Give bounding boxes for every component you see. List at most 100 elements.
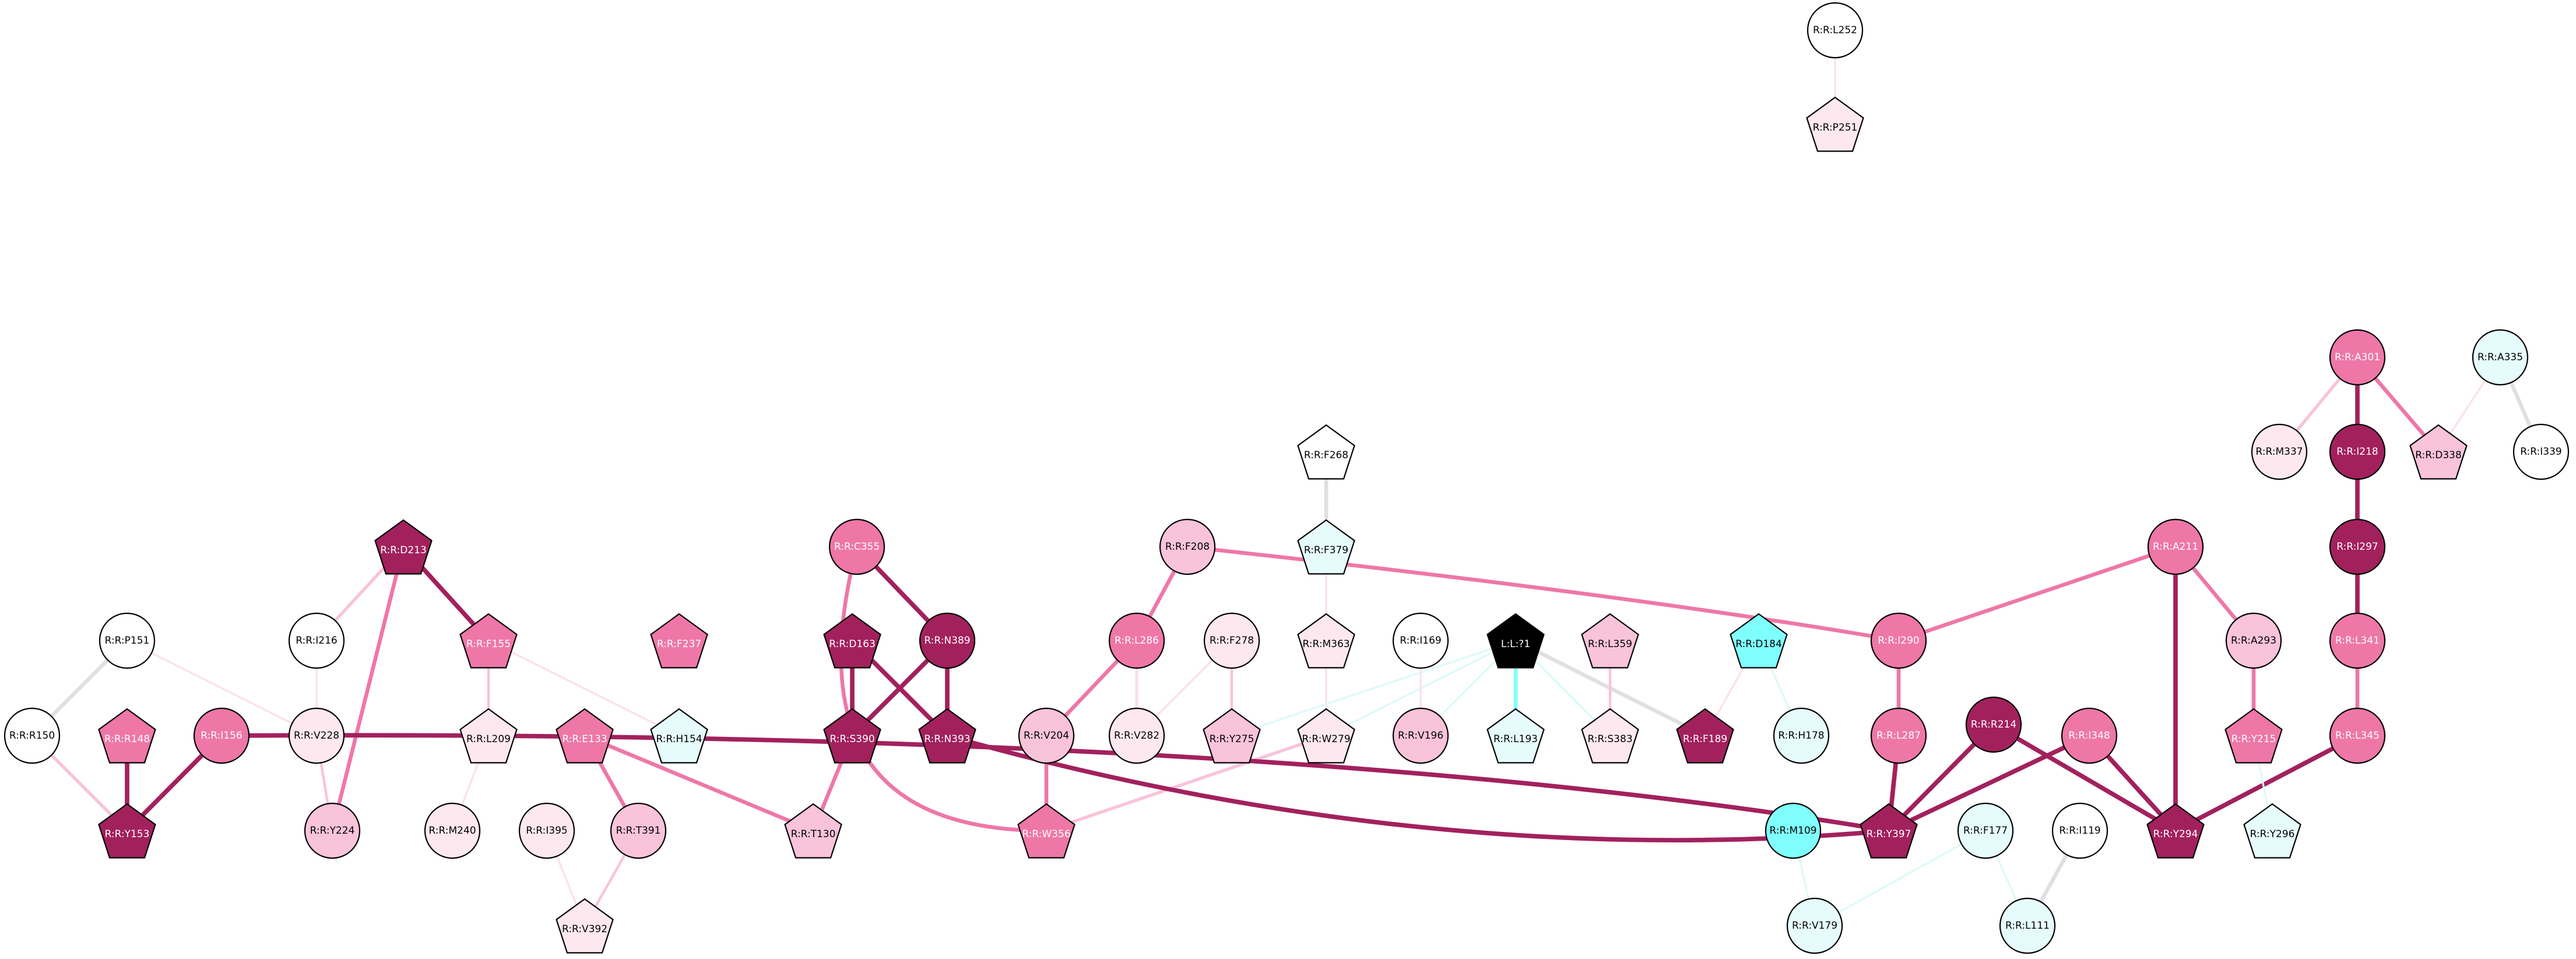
node-shape [1786,897,1843,954]
node-shape [1203,708,1261,764]
node-r-r-a293: R:R:A293 [2225,612,2282,669]
node-r-r-d184: R:R:D184 [1730,613,1788,669]
node-label: R:R:D213 [380,545,427,556]
node-shape [2329,423,2386,480]
node-label: R:R:F189 [1683,733,1727,745]
node-label: R:R:N389 [924,635,970,647]
node-label: R:R:Y294 [2153,828,2198,840]
node-shape [2329,518,2386,575]
node-label: R:R:I297 [2336,541,2378,553]
node-r-r-i119: R:R:I119 [2051,802,2108,859]
node-label: R:R:I119 [2059,825,2101,837]
node-shape [1870,707,1927,764]
node-r-r-i339: R:R:I339 [2512,423,2570,480]
node-r-r-m109: R:R:M109 [1765,802,1822,859]
node-label: R:R:F155 [466,638,511,650]
node-label: L:L:?1 [1501,638,1530,650]
edge-r-r-r214-to-r-r-y294 [1991,722,2178,833]
node-r-r-l193: R:R:L193 [1486,708,1545,764]
node-r-r-i290: R:R:I290 [1870,612,1927,669]
node-shape [2409,424,2468,480]
node-r-r-t391: R:R:T391 [610,802,667,859]
node-label: R:R:F237 [657,638,701,650]
node-shape [1486,613,1545,669]
node-r-r-v282: R:R:V282 [1108,707,1165,764]
node-r-r-f189: R:R:F189 [1676,708,1734,764]
node-shape [2225,612,2282,669]
node-r-r-l286: R:R:L286 [1108,612,1165,669]
node-r-r-p251: R:R:P251 [1806,96,1864,152]
node-r-r-e133: R:R:E133 [556,708,614,764]
node-label: R:R:H154 [656,733,702,745]
node-label: R:R:N393 [924,733,970,745]
node-r-r-w279: R:R:W279 [1297,708,1355,764]
node-shape [304,802,361,859]
node-shape [2224,708,2283,764]
node-shape [1017,803,1076,859]
node-shape [98,803,156,859]
node-label: R:R:V204 [1024,730,1069,742]
node-r-r-v179: R:R:V179 [1786,897,1843,954]
node-label: R:R:E133 [562,733,607,745]
node-r-r-w356: R:R:W356 [1017,803,1076,859]
node-label: R:R:C355 [834,541,880,553]
node-label: R:R:L252 [1813,24,1857,36]
node-label: R:R:I339 [2520,446,2562,458]
node-shape [1957,802,2014,859]
node-shape [518,802,575,859]
node-shape [424,802,481,859]
node-shape [374,519,433,575]
node-label: R:R:D184 [1735,638,1782,650]
node-l-l-q1: L:L:?1 [1486,613,1545,669]
node-shape [459,613,518,669]
node-r-r-i395: R:R:I395 [518,802,575,859]
edge-l-l-q1-to-r-r-y275 [1231,640,1517,737]
node-label: R:R:Y215 [2231,733,2276,745]
node-shape [1203,612,1260,669]
node-r-r-m240: R:R:M240 [424,802,481,859]
node-shape [2329,612,2386,669]
node-label: R:R:F177 [1963,825,2008,837]
node-shape [1765,802,1822,859]
node-r-r-a301: R:R:A301 [2329,329,2386,386]
node-r-r-l345: R:R:L345 [2329,707,2386,764]
node-label: R:R:A335 [2477,352,2523,363]
node-label: R:R:I169 [1400,635,1442,647]
node-r-r-l287: R:R:L287 [1870,707,1927,764]
node-label: R:R:L287 [1876,730,1921,742]
node-shape [1806,96,1864,152]
node-shape [784,803,842,859]
node-shape [1297,424,1355,480]
node-shape [1392,612,1449,669]
node-label: R:R:A293 [2231,635,2276,647]
node-shape [556,708,614,764]
node-r-r-r214: R:R:R214 [1965,696,2022,753]
node-label: R:R:I218 [2336,446,2378,458]
edge-r-r-f155-to-r-r-h154 [487,640,680,737]
node-r-r-m337: R:R:M337 [2251,423,2308,480]
node-r-r-i156: R:R:I156 [193,707,250,764]
node-r-r-y397: R:R:Y397 [1860,803,1918,859]
node-shape [2051,802,2108,859]
node-shape [2329,707,2386,764]
node-shape [99,612,156,669]
node-label: R:R:S390 [830,733,874,745]
node-shape [1297,519,1355,575]
node-label: R:R:L111 [2005,920,2050,932]
node-r-r-c355: R:R:C355 [828,518,885,575]
node-shape [823,708,881,764]
node-label: R:R:P151 [105,635,150,647]
node-label: R:R:A301 [2335,352,2380,363]
node-shape [556,898,614,954]
node-r-r-l359: R:R:L359 [1581,613,1639,669]
edge-r-r-d213-to-r-r-y224 [330,545,406,833]
node-shape [1297,708,1355,764]
node-shape [2251,423,2308,480]
node-shape [1581,708,1639,764]
node-label: R:R:R148 [104,733,150,745]
node-label: R:R:R150 [9,730,55,742]
edge-r-r-i348-to-r-r-y397 [1886,733,2092,833]
node-label: R:R:V196 [1398,730,1443,742]
node-r-r-y224: R:R:Y224 [304,802,361,859]
node-shape [288,612,345,669]
